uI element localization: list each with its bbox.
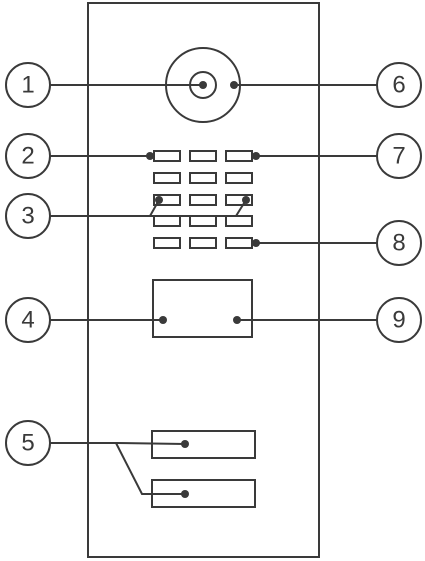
keypad-key xyxy=(189,172,217,184)
callout-3-label: 3 xyxy=(21,202,34,229)
callout-1-circle xyxy=(5,62,51,108)
callout-6-label: 6 xyxy=(392,71,405,98)
leader-dot-7 xyxy=(252,152,260,160)
callout-4-circle xyxy=(5,297,51,343)
callout-5-label: 5 xyxy=(21,429,34,456)
callout-1-label: 1 xyxy=(21,71,34,98)
callout-6-circle xyxy=(376,62,422,108)
leader-dot-8 xyxy=(252,239,260,247)
keypad xyxy=(153,150,253,249)
leader-lines xyxy=(50,84,377,495)
leader-dot-2 xyxy=(146,152,154,160)
callout-5: 5 xyxy=(5,420,51,466)
leader-dot-3b xyxy=(242,196,250,204)
callout-5-circle xyxy=(5,420,51,466)
leader-dot-3a xyxy=(155,196,163,204)
callout-8-label: 8 xyxy=(392,229,405,256)
keypad-key xyxy=(189,150,217,162)
callout-2-label: 2 xyxy=(21,142,34,169)
callout-7: 7 xyxy=(376,133,422,179)
keypad-key xyxy=(225,172,253,184)
display-window xyxy=(152,279,253,338)
keypad-key xyxy=(189,237,217,249)
callout-6: 6 xyxy=(376,62,422,108)
callout-9: 9 xyxy=(376,297,422,343)
keypad-key xyxy=(153,150,181,162)
keypad-key xyxy=(225,150,253,162)
leader-line-5b xyxy=(115,442,185,495)
keypad-key xyxy=(225,194,253,206)
callout-4-label: 4 xyxy=(21,306,34,333)
callout-4: 4 xyxy=(5,297,51,343)
keypad-key xyxy=(153,237,181,249)
callout-2-circle xyxy=(5,133,51,179)
callout-3: 3 xyxy=(5,193,51,239)
keypad-key xyxy=(189,194,217,206)
leader-line-3b xyxy=(150,199,247,217)
callout-7-label: 7 xyxy=(392,142,405,169)
keypad-key xyxy=(189,215,217,227)
callout-8: 8 xyxy=(376,220,422,266)
keypad-key xyxy=(225,215,253,227)
keypad-key xyxy=(153,194,181,206)
keypad-key xyxy=(153,215,181,227)
callout-3-circle xyxy=(5,193,51,239)
callout-1: 1 xyxy=(5,62,51,108)
callout-2: 2 xyxy=(5,133,51,179)
keypad-key xyxy=(225,237,253,249)
keypad-key xyxy=(153,172,181,184)
callout-7-circle xyxy=(376,133,422,179)
callout-9-circle xyxy=(376,297,422,343)
callout-9-label: 9 xyxy=(392,306,405,333)
callout-8-circle xyxy=(376,220,422,266)
